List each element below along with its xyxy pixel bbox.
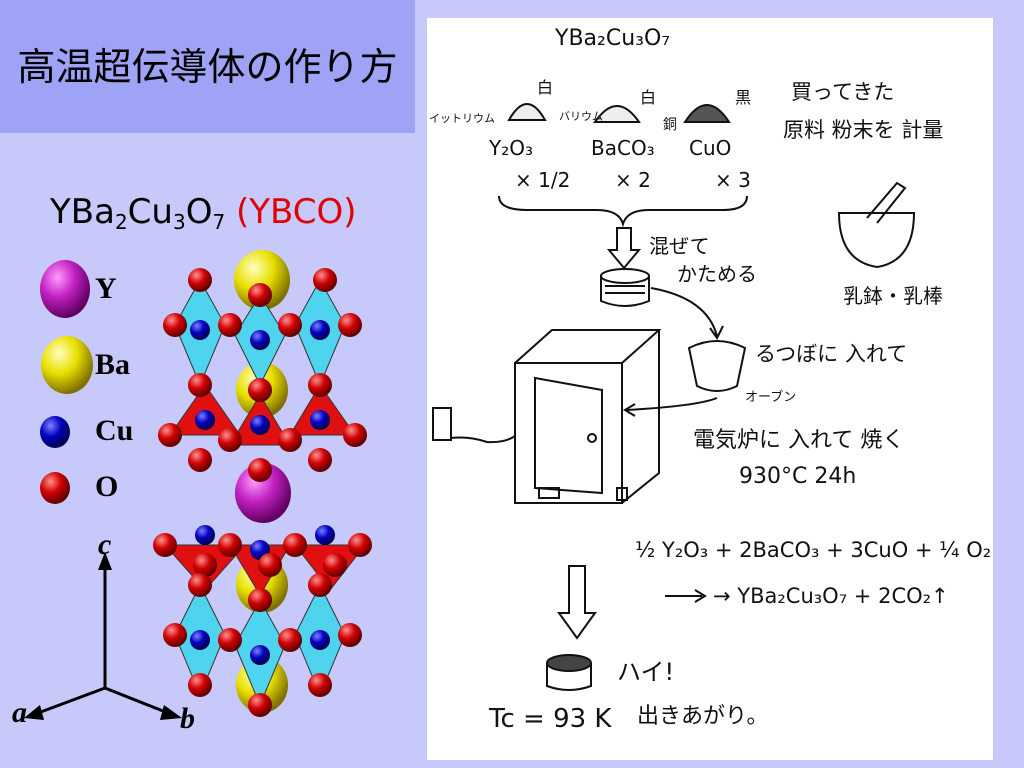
formula-part: YBa <box>50 192 115 232</box>
formula-sub: 7 <box>212 210 226 234</box>
note-tc: Tc = 93 K <box>489 704 612 734</box>
note-press: かためる <box>677 262 757 286</box>
legend-label-cu: Cu <box>95 414 134 447</box>
note-copper: 銅 <box>663 117 677 133</box>
note-formula: YBa₂Cu₃O₇ <box>555 26 671 51</box>
note-ratio-cu: × 3 <box>715 168 751 192</box>
axis-label-c: c <box>98 528 112 561</box>
title-box: 高温超伝導体の作り方 <box>0 0 415 133</box>
formula-part: O <box>185 192 213 232</box>
note-white-1: 白 <box>537 78 554 97</box>
note-done-2: 出きあがり。 <box>637 704 769 729</box>
note-ratio-y: × 1/2 <box>515 168 571 192</box>
note-yttrium: イットリウム <box>429 112 495 125</box>
note-cuo: CuO <box>689 136 732 160</box>
legend-label-o: O <box>95 470 119 503</box>
formula-abbreviation: (YBCO) <box>236 192 357 232</box>
note-black: 黒 <box>735 88 752 107</box>
note-mortar: 乳鉢・乳棒 <box>843 284 943 308</box>
legend-swatch-o <box>40 472 70 504</box>
note-weigh: 原料 粉末を 計量 <box>783 118 944 142</box>
axes-diagram <box>24 552 182 720</box>
note-crucible: るつぼに 入れて <box>755 342 908 366</box>
note-oven-ruby: オーブン <box>745 390 797 405</box>
note-ratio-ba: × 2 <box>615 168 651 192</box>
slide-title: 高温超伝導体の作り方 <box>17 44 398 89</box>
note-furnace: 電気炉に 入れて 焼く <box>693 428 905 453</box>
legend-swatch-y <box>40 260 90 318</box>
chemical-formula: YBa2Cu3O7 (YBCO) <box>50 192 357 234</box>
note-temperature: 930°C 24h <box>739 464 857 489</box>
notes-drawings <box>432 103 916 691</box>
crystal-structure-image <box>153 250 372 717</box>
note-baco3: BaCO₃ <box>591 136 655 160</box>
legend-label-ba: Ba <box>95 348 131 381</box>
note-mix: 混ぜて <box>649 234 710 258</box>
note-reaction-right: → YBa₂Cu₃O₇ + 2CO₂↑ <box>713 584 949 608</box>
handwritten-notes-panel: YBa₂Cu₃O₇ 白 白 黒 イットリウム バリウム 銅 Y₂O₃ BaCO₃… <box>427 18 993 760</box>
formula-sub: 2 <box>114 210 128 234</box>
note-y2o3: Y₂O₃ <box>489 136 533 160</box>
note-bought: 買ってきた <box>791 80 895 104</box>
note-white-2: 白 <box>640 88 657 107</box>
note-barium: バリウム <box>559 110 603 123</box>
axis-label-b: b <box>180 702 195 735</box>
formula-sub: 3 <box>172 210 186 234</box>
legend-swatch-ba <box>41 336 93 394</box>
note-done-1: ハイ! <box>617 658 675 686</box>
axis-label-a: a <box>12 696 27 729</box>
formula-part: Cu <box>127 192 173 232</box>
legend-swatch-cu <box>40 416 70 448</box>
note-reaction-left: ½ Y₂O₃ + 2BaCO₃ + 3CuO + ¼ O₂ <box>635 538 992 562</box>
legend-label-y: Y <box>95 272 117 305</box>
